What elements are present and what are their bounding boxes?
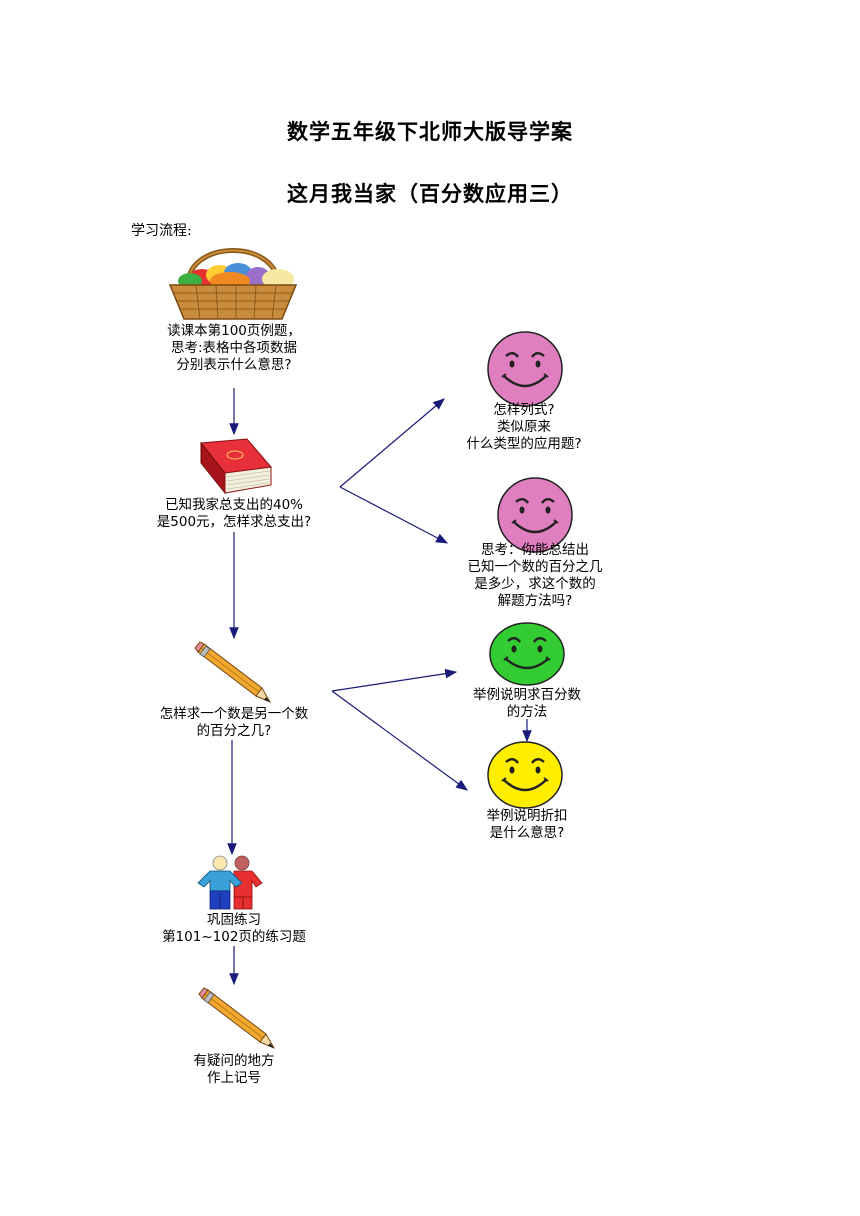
step-percent-text: 怎样求一个数是另一个数 的百分之几? bbox=[128, 706, 340, 740]
step-percent-line: 的百分之几? bbox=[196, 723, 272, 739]
branch-example-percent-text: 举例说明求百分数 的方法 bbox=[427, 687, 627, 721]
step-mark-line: 有疑问的地方 bbox=[193, 1053, 275, 1069]
flow-label: 学习流程: bbox=[131, 223, 192, 239]
yellow-smiley-icon bbox=[487, 741, 563, 809]
fruit-basket-icon bbox=[168, 248, 298, 320]
pink-smiley-icon bbox=[497, 477, 573, 553]
step-read-text: 读课本第100页例题， 思考:表格中各项数据 分别表示什么意思? bbox=[134, 323, 334, 374]
people-icon bbox=[197, 855, 263, 910]
arrow-to-formula bbox=[339, 398, 445, 488]
branch-summary-line: 解题方法吗? bbox=[497, 593, 573, 609]
branch-example-discount-text: 举例说明折扣 是什么意思? bbox=[427, 808, 627, 842]
step-practice-line: 第101~102页的练习题 bbox=[162, 929, 306, 945]
document-subtitle: 这月我当家（百分数应用三） bbox=[287, 181, 573, 206]
branch-summary-line: 已知一个数的百分之几 bbox=[467, 559, 603, 575]
red-book-icon bbox=[200, 438, 272, 495]
step-percent-line: 怎样求一个数是另一个数 bbox=[159, 706, 309, 722]
branch-example-percent-line: 举例说明求百分数 bbox=[473, 687, 581, 703]
branch-summary-line: 是多少，求这个数的 bbox=[474, 576, 596, 592]
arrow-to-example-percent bbox=[331, 668, 458, 692]
branch-example-percent-line: 的方法 bbox=[506, 704, 548, 720]
step-read-line: 分别表示什么意思? bbox=[176, 357, 292, 373]
step-known-text: 已知我家总支出的40% 是500元，怎样求总支出? bbox=[126, 497, 342, 531]
step-mark-line: 作上记号 bbox=[207, 1070, 261, 1086]
branch-summary-line: 思考：你能总结出 bbox=[481, 542, 589, 558]
branch-example-discount-line: 是什么意思? bbox=[489, 825, 565, 841]
branch-summary-text: 思考：你能总结出 已知一个数的百分之几 是多少，求这个数的 解题方法吗? bbox=[430, 542, 640, 610]
step-practice-line: 巩固练习 bbox=[207, 912, 261, 928]
pink-smiley-icon bbox=[487, 331, 563, 407]
step-mark-text: 有疑问的地方 作上记号 bbox=[134, 1053, 334, 1087]
branch-formula-text: 怎样列式? 类似原来 什么类型的应用题? bbox=[424, 402, 624, 453]
branch-formula-line: 怎样列式? bbox=[493, 402, 555, 418]
step-known-line: 是500元，怎样求总支出? bbox=[156, 514, 312, 530]
step-read-line: 思考:表格中各项数据 bbox=[170, 340, 298, 356]
green-smiley-icon bbox=[489, 622, 565, 686]
step-read-line: 读课本第100页例题， bbox=[167, 323, 301, 339]
arrow-to-summary bbox=[339, 486, 449, 544]
branch-formula-line: 类似原来 bbox=[497, 419, 551, 435]
branch-example-discount-line: 举例说明折扣 bbox=[486, 808, 568, 824]
document-title: 数学五年级下北师大版导学案 bbox=[287, 119, 573, 144]
step-known-line: 已知我家总支出的40% bbox=[164, 497, 303, 513]
pencil-icon bbox=[198, 987, 276, 1050]
arrow-to-example-discount bbox=[331, 690, 468, 791]
pencil-icon bbox=[194, 641, 272, 704]
branch-formula-line: 什么类型的应用题? bbox=[466, 436, 582, 452]
step-practice-text: 巩固练习 第101~102页的练习题 bbox=[134, 912, 334, 946]
